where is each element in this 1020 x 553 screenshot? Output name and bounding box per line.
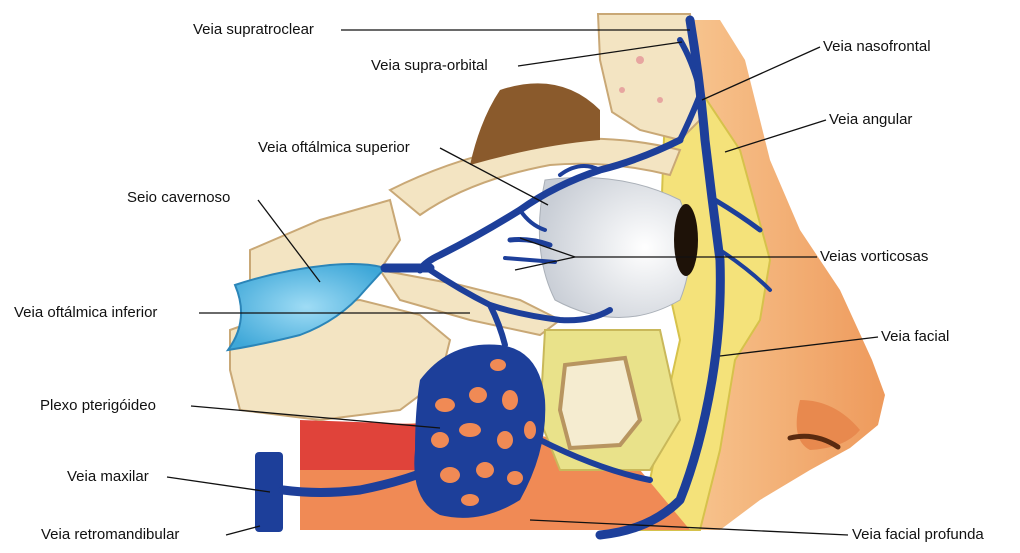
label-retromandibular-vein: Veia retromandibular <box>41 526 179 544</box>
label-inferior-ophthalmic-vein: Veia oftálmica inferior <box>14 304 157 322</box>
label-facial-vein: Veia facial <box>881 328 949 346</box>
cornea <box>674 204 698 276</box>
frontal-bone <box>598 14 700 140</box>
label-angular-vein: Veia angular <box>829 111 912 129</box>
label-nasofrontal-vein: Veia nasofrontal <box>823 38 931 56</box>
label-supraorbital-vein: Veia supra-orbital <box>371 57 488 75</box>
label-superior-ophthalmic-vein: Veia oftálmica superior <box>258 139 410 157</box>
label-supratroclear-vein: Veia supratroclear <box>193 21 314 39</box>
label-cavernous-sinus: Seio cavernoso <box>127 189 230 207</box>
eyeball <box>539 178 690 318</box>
label-vorticose-veins: Veias vorticosas <box>820 248 928 266</box>
maxillary-sinus <box>560 358 640 448</box>
label-deep-facial-vein: Veia facial profunda <box>852 526 984 544</box>
label-pterygoid-plexus: Plexo pterigóideo <box>40 397 156 415</box>
label-maxillary-vein: Veia maxilar <box>67 468 149 486</box>
